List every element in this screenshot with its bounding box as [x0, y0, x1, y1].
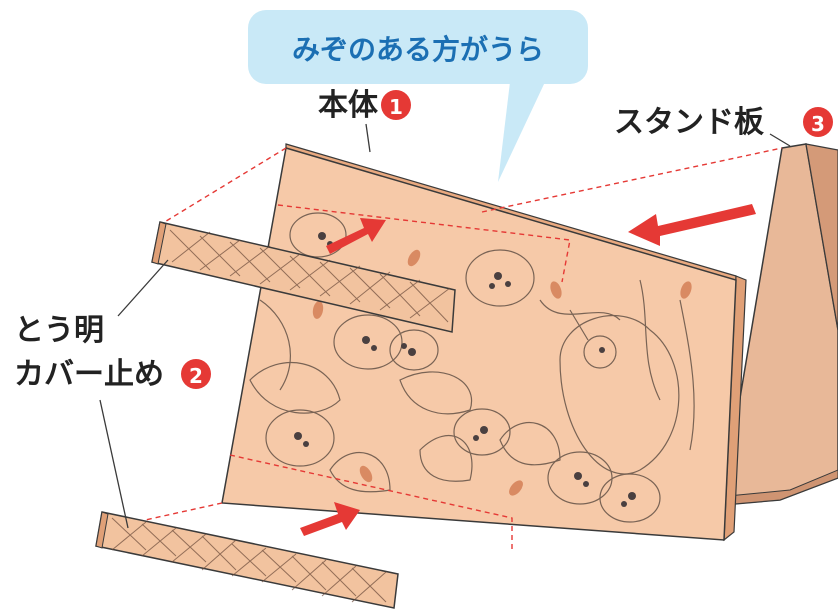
number-badge-icon: [803, 107, 833, 137]
callout-bubble: みぞのある方がうら: [248, 10, 588, 182]
number-badge-icon: [381, 90, 411, 120]
label-stand: スタンド板 3: [614, 105, 833, 140]
svg-text:3: 3: [811, 112, 825, 136]
arrow-left-red-icon: [628, 204, 756, 246]
carved-flower-pattern: [249, 212, 695, 523]
label-body-text: 本体: [318, 88, 379, 123]
main-board: [221, 143, 747, 552]
label-cover-line2: カバー止め: [14, 357, 164, 392]
arrow-right-red-icon: [326, 218, 386, 254]
stand-plate: [721, 143, 838, 506]
callout-text: みぞのある方がうら: [292, 33, 544, 66]
label-stand-text: スタンド板: [614, 105, 764, 140]
label-body: 本体 1: [318, 88, 411, 123]
svg-text:2: 2: [189, 364, 203, 388]
cover-stopper-top: [151, 221, 456, 333]
cover-stopper-bottom: [95, 511, 399, 609]
leader-lines: [99, 123, 791, 529]
guide-lines: [99, 147, 783, 531]
svg-text:1: 1: [389, 95, 403, 119]
label-cover-line1: とう明: [14, 313, 104, 348]
arrow-right-red-icon: [300, 502, 360, 536]
number-badge-icon: [181, 359, 211, 389]
label-cover-stopper: とう明 カバー止め 2: [14, 313, 211, 392]
